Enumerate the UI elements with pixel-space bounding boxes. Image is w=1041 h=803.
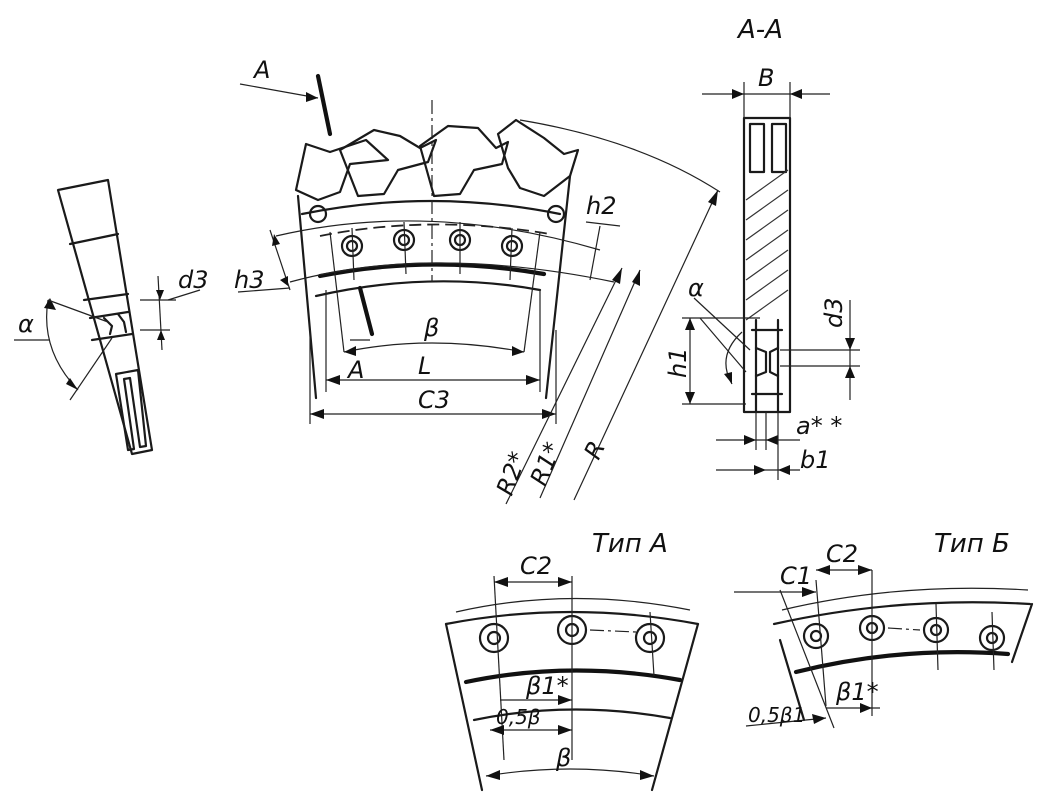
type-a-title: Тип А <box>592 529 668 559</box>
type-b-C2-label: C2 <box>826 540 858 568</box>
L-label: L <box>418 352 431 380</box>
rivet-group <box>308 204 566 281</box>
C3-label: C3 <box>418 386 450 414</box>
h1-label: h1 <box>664 348 692 378</box>
section-a-a-view: A-A B α <box>664 15 860 480</box>
d3-label-right: d3 <box>820 297 848 328</box>
segment-detail-view: α d3 <box>14 178 209 456</box>
type-b-C1-label: C1 <box>780 562 812 590</box>
type-a-view: Тип А C2 β1* 0,5β β <box>444 529 700 792</box>
section-mark-top: A <box>252 56 270 84</box>
type-a-C2-label: C2 <box>520 552 552 580</box>
R-label: R <box>579 437 611 464</box>
b1-label: b1 <box>800 446 831 474</box>
type-b-half-beta1-label: 0,5β1 <box>748 703 805 727</box>
d3-label-left: d3 <box>178 266 209 294</box>
a-label: a* * <box>796 412 842 440</box>
section-title: A-A <box>736 15 783 45</box>
type-b-view: Тип Б C1 C2 β1* 0,5β1 <box>734 529 1034 729</box>
R1-label: R1* <box>525 438 567 489</box>
alpha-label-left: α <box>18 310 34 338</box>
h3-label: h3 <box>234 266 264 294</box>
section-mark-bottom: A <box>346 356 364 384</box>
type-b-beta1-label: β1* <box>835 678 879 706</box>
type-a-beta1-label: β1* <box>525 672 569 700</box>
type-a-half-beta-label: 0,5β <box>496 705 541 729</box>
beta-label: β <box>423 314 439 342</box>
alpha-label-right: α <box>688 274 704 302</box>
type-a-beta-label: β <box>555 744 571 772</box>
hatch-area <box>745 169 789 321</box>
saw-sector-view: A A h3 h2 β L C3 <box>234 56 721 505</box>
h2-label: h2 <box>586 192 616 220</box>
type-b-title: Тип Б <box>934 529 1010 559</box>
B-label: B <box>758 64 774 92</box>
